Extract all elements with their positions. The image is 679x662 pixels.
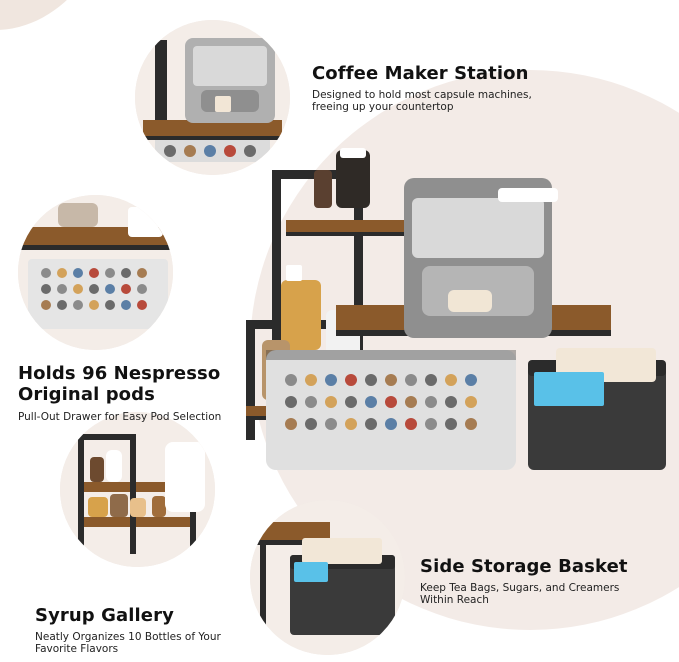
drawer-capsules [285, 374, 477, 430]
syrup-gallery-detail-circle [60, 412, 215, 567]
side-basket-illustration [250, 500, 405, 655]
pods-subtitle: Pull-Out Drawer for Easy Pod Selection [18, 411, 222, 424]
basket-feature: Side Storage Basket Keep Tea Bags, Sugar… [420, 556, 650, 607]
syrup-rack-illustration [60, 412, 215, 567]
capsule-grid-icon [41, 268, 147, 310]
coffee-maker-title: Coffee Maker Station [312, 63, 529, 84]
coffee-maker-detail-illustration [135, 20, 290, 175]
basket-subtitle: Keep Tea Bags, Sugars, and Creamers With… [420, 581, 620, 607]
pods-feature: Holds 96 Nespresso Original pods Pull-Ou… [18, 363, 258, 424]
syrup-feature: Syrup Gallery Neatly Organizes 10 Bottle… [35, 605, 265, 656]
side-basket-detail-circle [250, 500, 405, 655]
syrup-subtitle: Neatly Organizes 10 Bottles of Your Favo… [35, 630, 221, 656]
decorative-blob-top-left [0, 0, 120, 30]
pods-title: Holds 96 Nespresso Original pods [18, 363, 221, 405]
coffee-maker-subtitle: Designed to hold most capsule machines, … [312, 88, 532, 114]
capsule-drawer-detail-circle [18, 195, 173, 350]
coffee-station-product-illustration [246, 148, 666, 470]
capsule-drawer-illustration [18, 195, 173, 350]
syrup-title: Syrup Gallery [35, 605, 174, 626]
coffee-maker-feature: Coffee Maker Station Designed to hold mo… [312, 63, 562, 114]
basket-title: Side Storage Basket [420, 556, 628, 577]
capsule-row-icon [164, 145, 256, 157]
coffee-maker-detail-circle [135, 20, 290, 175]
